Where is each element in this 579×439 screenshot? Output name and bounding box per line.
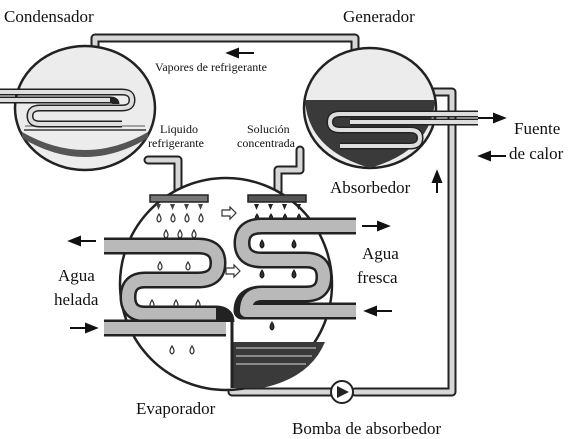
absorber-pump	[330, 380, 354, 404]
condenser-coil	[0, 88, 136, 128]
label-fuente-2: de calor	[509, 144, 564, 163]
absorber-spray-header	[247, 194, 307, 210]
label-agua-fresca-1: Agua	[362, 244, 399, 263]
label-agua-helada-2: helada	[54, 290, 99, 309]
label-agua-helada-1: Agua	[58, 266, 95, 285]
liquid-refrigerant-pipe	[143, 155, 183, 200]
label-solucion-1: Solución	[247, 122, 290, 136]
water-flow-arrows	[67, 47, 443, 334]
label-liquido-1: Liquido	[160, 122, 198, 136]
label-generador: Generador	[343, 7, 415, 26]
vapor-pipe	[90, 33, 360, 65]
vapor-flow-arrow-mid	[225, 263, 241, 279]
vapor-flow-arrow-top	[221, 205, 237, 221]
pump-icon	[337, 386, 349, 398]
label-bomba: Bomba de absorbedor	[292, 419, 442, 438]
heat-source-arrows	[477, 112, 507, 162]
label-absorbedor: Absorbedor	[330, 178, 411, 197]
label-evaporador: Evaporador	[136, 399, 216, 418]
generator-coil	[326, 110, 478, 150]
evaporator-spray-header	[149, 194, 209, 210]
concentrated-solution-pipe	[273, 145, 305, 200]
label-fuente-1: Fuente	[514, 119, 560, 138]
label-solucion-2: concentrada	[237, 136, 296, 150]
evaporator-coil	[104, 237, 235, 337]
absorber-coil	[233, 217, 356, 320]
label-agua-fresca-2: fresca	[357, 268, 398, 287]
vapor-flow-arrows	[221, 205, 241, 279]
label-vapores: Vapores de refrigerante	[155, 60, 267, 74]
generator	[302, 46, 478, 170]
label-liquido-2: refrigerante	[148, 136, 204, 150]
condenser	[0, 44, 157, 172]
label-condensador: Condensador	[4, 7, 94, 26]
